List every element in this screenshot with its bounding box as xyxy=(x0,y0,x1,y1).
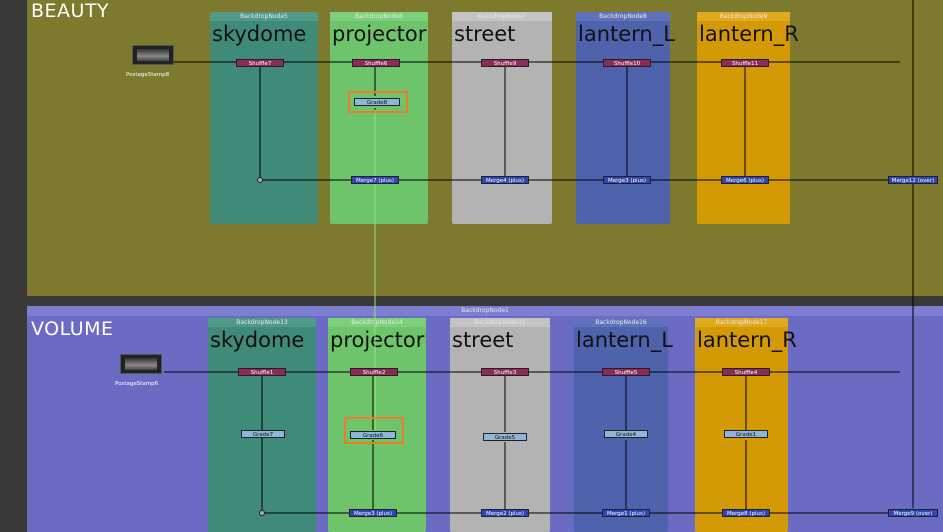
grade-node[interactable]: Grade4 xyxy=(604,430,648,438)
merge-node[interactable]: Merge9 (over) xyxy=(888,509,938,517)
merge-node[interactable]: Merge1 (plus) xyxy=(602,509,650,517)
shuffle-node[interactable]: Shuffle5 xyxy=(602,368,650,376)
backdrop-label: projector xyxy=(330,328,425,352)
shuffle-node[interactable]: Shuffle7 xyxy=(236,59,284,67)
backdrop-header: BackdropNode8 xyxy=(576,12,670,21)
backdrop-label: street xyxy=(452,328,514,352)
backdrop-label: projector xyxy=(332,22,427,46)
backdrop-lantern-r[interactable]: BackdropNode17 lantern_R xyxy=(695,318,797,532)
merge-node[interactable]: Merge3 (plus) xyxy=(349,509,397,517)
backdrop-header: BackdropNode13 xyxy=(208,318,316,327)
merge-node[interactable]: Merge2 (plus) xyxy=(481,509,529,517)
backdrop-skydome[interactable]: BackdropNode5 skydome xyxy=(210,12,318,224)
grade-highlight xyxy=(344,417,404,444)
backdrop-label: lantern_L xyxy=(578,22,675,46)
backdrop-projector[interactable]: BackdropNode6 projector xyxy=(330,12,428,224)
shuffle-node[interactable]: Shuffle10 xyxy=(603,59,651,67)
grade-node[interactable]: Grade1 xyxy=(724,430,768,438)
shuffle-node[interactable]: Shuffle6 xyxy=(352,59,400,67)
backdrop-header: BackdropNode9 xyxy=(697,12,790,21)
shuffle-node[interactable]: Shuffle11 xyxy=(721,59,769,67)
backdrop-lantern-l[interactable]: BackdropNode16 lantern_L xyxy=(574,318,673,532)
backdrop-header: BackdropNode6 xyxy=(330,12,428,21)
merge-node[interactable]: Merge6 (plus) xyxy=(721,176,769,184)
backdrop-label: lantern_R xyxy=(699,22,799,46)
backdrop-header: BackdropNode5 xyxy=(210,12,318,21)
backdrop-lantern-l[interactable]: BackdropNode8 lantern_L xyxy=(576,12,675,224)
backdrop-lantern-r[interactable]: BackdropNode9 lantern_R xyxy=(697,12,799,224)
grade-node[interactable]: Grade5 xyxy=(483,433,527,441)
shuffle-node[interactable]: Shuffle3 xyxy=(481,368,529,376)
backdrop-street[interactable]: BackdropNode7 street xyxy=(452,12,552,224)
backdrop-header: BackdropNode15 xyxy=(450,318,550,327)
volume-lane-title: VOLUME xyxy=(31,318,114,340)
dot-node[interactable] xyxy=(259,510,265,516)
backdrop-label: skydome xyxy=(212,22,307,46)
postage-stamp-node[interactable] xyxy=(120,354,162,374)
merge-node[interactable]: Merge3 (plus) xyxy=(603,176,651,184)
backdrop-label: skydome xyxy=(210,328,305,352)
backdrop-header: BackdropNode7 xyxy=(452,12,552,21)
backdrop-label: street xyxy=(454,22,516,46)
merge-node[interactable]: Merge12 (over) xyxy=(888,176,938,184)
dot-node[interactable] xyxy=(257,177,263,183)
grade-node[interactable]: Grade8 xyxy=(354,98,400,106)
grade-highlight xyxy=(348,91,408,113)
postage-stamp-node[interactable] xyxy=(132,45,174,65)
merge-node[interactable]: Merge4 (plus) xyxy=(481,176,529,184)
shuffle-node[interactable]: Shuffle2 xyxy=(350,368,398,376)
shuffle-node[interactable]: Shuffle9 xyxy=(481,59,529,67)
merge-node[interactable]: Merge7 (plus) xyxy=(351,176,399,184)
postage-stamp-label: PostageStamp8 xyxy=(126,72,170,78)
volume-backdrop-header: BackdropNode1 xyxy=(27,306,943,316)
shuffle-node[interactable]: Shuffle4 xyxy=(722,368,770,376)
backdrop-label: lantern_L xyxy=(576,328,673,352)
grade-node[interactable]: Grade6 xyxy=(350,431,396,439)
grade-node[interactable]: Grade7 xyxy=(241,430,285,438)
beauty-lane-title: BEAUTY xyxy=(31,0,110,22)
backdrop-header: BackdropNode14 xyxy=(328,318,426,327)
merge-node[interactable]: Merge8 (plus) xyxy=(722,509,770,517)
backdrop-header: BackdropNode17 xyxy=(695,318,788,327)
postage-stamp-label: PostageStamp6 xyxy=(115,381,159,387)
backdrop-header: BackdropNode16 xyxy=(574,318,668,327)
backdrop-label: lantern_R xyxy=(697,328,797,352)
backdrop-street[interactable]: BackdropNode15 street xyxy=(450,318,550,532)
shuffle-node[interactable]: Shuffle1 xyxy=(238,368,286,376)
